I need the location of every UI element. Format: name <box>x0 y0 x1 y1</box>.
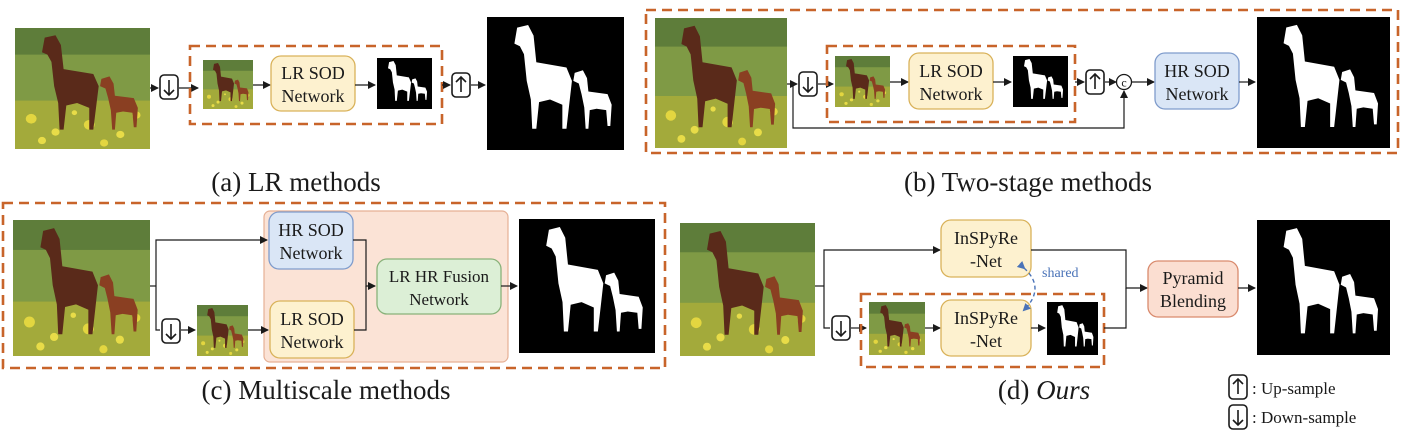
lr-dashed-box-d <box>859 292 1106 369</box>
lr-sod-network-a <box>270 55 356 112</box>
blending-label-1: Pyramid <box>1163 268 1224 288</box>
output-mask-c <box>519 219 655 353</box>
fusion-label-2: Network <box>409 290 469 309</box>
panel-c: HR SOD Network LR SOD Network LR HR Fusi… <box>1 201 667 405</box>
input-image-b <box>655 18 787 148</box>
lr-image-c <box>197 305 248 356</box>
inspyrenet-top-label-1: InSPyRe <box>954 228 1018 248</box>
down-sample-icon <box>798 71 818 97</box>
shared-arrow <box>1016 261 1036 312</box>
inspyrenet-bottom-label-1: InSPyRe <box>954 308 1018 328</box>
hr-sod-label-2: Network <box>1166 84 1229 104</box>
lr-sod-network-b <box>908 52 994 110</box>
legend-down-icon <box>1228 404 1248 430</box>
lr-mask-a <box>377 58 432 109</box>
blending-label-2: Blending <box>1160 291 1226 311</box>
two-stage-dashed-box <box>644 8 1400 155</box>
panel-a: LR SOD Network (a) LR methods <box>15 17 624 197</box>
up-sample-icon <box>451 72 471 98</box>
hr-sod-label-1: HR SOD <box>1164 61 1230 81</box>
shared-label: shared <box>1042 266 1079 281</box>
concat-icon <box>1115 73 1133 91</box>
hr-sod-network-b <box>1154 52 1240 110</box>
lr-image-a <box>203 60 253 109</box>
lr-sod-label-2: Network <box>281 332 344 352</box>
legend-down-label: : Down-sample <box>1252 408 1356 427</box>
caption-d-prefix: (d) <box>998 375 1036 405</box>
fusion-label-1: LR HR Fusion <box>389 267 490 286</box>
down-sample-icon <box>831 315 851 341</box>
concat-symbol: c <box>1121 76 1126 90</box>
lr-mask-d <box>1047 302 1098 355</box>
lr-sod-label-1: LR SOD <box>280 309 344 329</box>
inspyrenet-top-label-2: -Net <box>970 251 1002 271</box>
caption-d: (d) Ours <box>998 375 1090 405</box>
hr-sod-label-2: Network <box>280 243 343 263</box>
output-mask-a <box>487 17 624 150</box>
caption-a: (a) LR methods <box>211 167 380 197</box>
lr-sod-label-1: LR SOD <box>281 63 345 83</box>
inspyrenet-top <box>940 219 1032 278</box>
lr-dashed-box-b <box>825 44 1077 124</box>
hr-sod-label-1: HR SOD <box>278 220 344 240</box>
output-mask-b <box>1257 17 1390 148</box>
lr-image-b <box>835 56 890 107</box>
caption-c: (c) Multiscale methods <box>202 375 451 405</box>
multiscale-dashed-box <box>1 201 667 370</box>
down-sample-icon <box>159 74 179 100</box>
legend: : Up-sample : Down-sample <box>1228 374 1356 430</box>
legend-up-label: : Up-sample <box>1252 379 1336 398</box>
input-image-d <box>680 223 815 356</box>
lr-sod-label-2: Network <box>282 86 345 106</box>
lr-mask-b <box>1013 56 1068 107</box>
caption-b: (b) Two-stage methods <box>904 167 1152 197</box>
down-sample-icon <box>161 318 181 344</box>
lr-sod-label-1: LR SOD <box>919 61 983 81</box>
input-image-a <box>15 28 150 149</box>
legend-up-icon <box>1228 374 1248 400</box>
panel-b: LR SOD Network c HR SOD Network (b) Two-… <box>644 8 1400 197</box>
input-image-c <box>13 220 150 356</box>
caption-d-emph: Ours <box>1036 375 1090 405</box>
panel-d: InSPyRe -Net InSPyRe -Net shared Pyramid… <box>680 219 1390 405</box>
lr-sod-label-2: Network <box>920 84 983 104</box>
inspyrenet-bottom-label-2: -Net <box>970 331 1002 351</box>
output-mask-d <box>1257 220 1390 355</box>
pyramid-blending <box>1147 260 1239 318</box>
lr-image-d <box>869 302 925 355</box>
up-sample-icon <box>1085 69 1105 95</box>
